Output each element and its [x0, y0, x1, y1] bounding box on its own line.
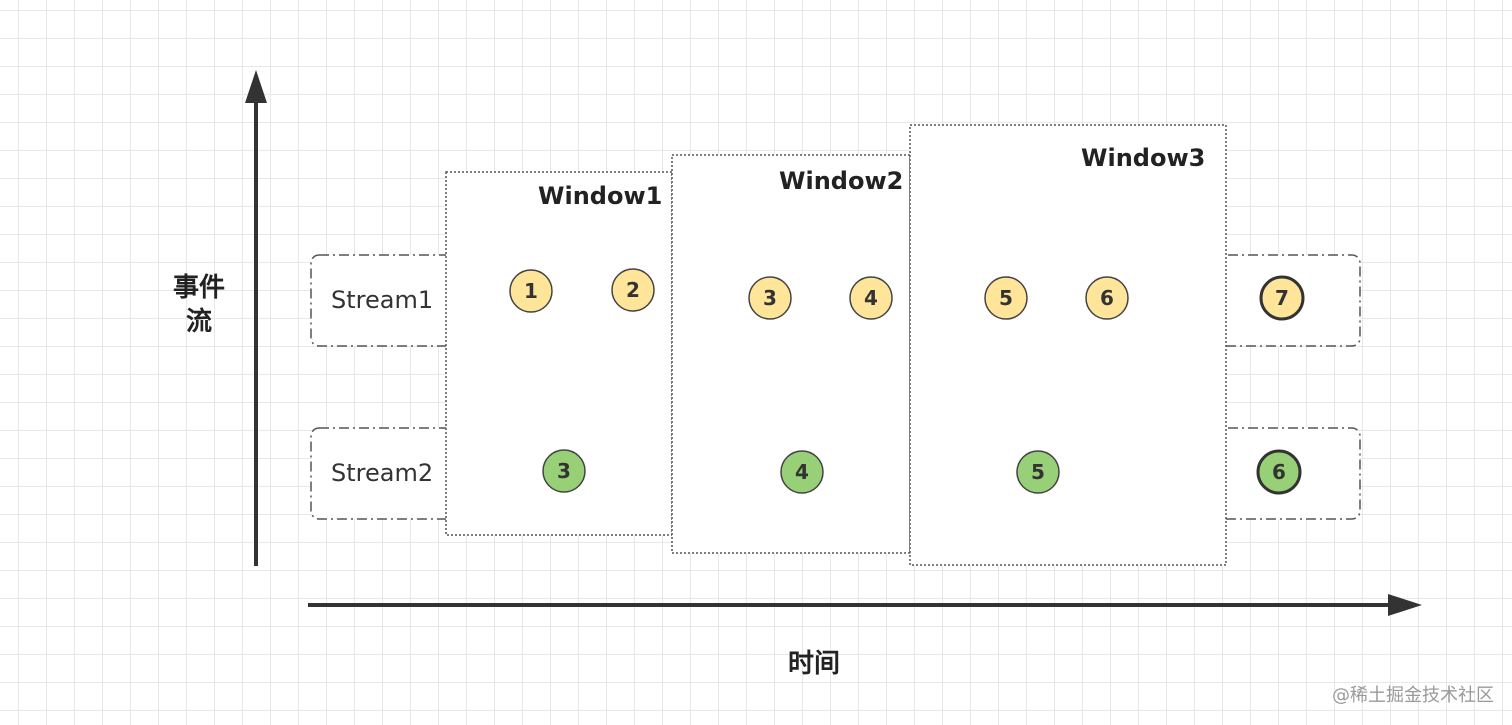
window2-title: Window2	[779, 167, 903, 195]
event-circle	[611, 268, 655, 312]
stream1-event-pending: 7	[1259, 275, 1305, 321]
event-circle	[1259, 275, 1305, 321]
stream2-event: 4	[780, 450, 824, 494]
event-number: 1	[524, 279, 538, 303]
stream1-event: 1	[509, 269, 553, 313]
stream1-lane-left	[310, 254, 472, 347]
event-circle	[1256, 449, 1302, 495]
event-circle	[1016, 450, 1060, 494]
event-number: 3	[557, 459, 571, 483]
event-number: 6	[1100, 286, 1114, 310]
window1-title: Window1	[538, 182, 662, 210]
event-circle	[984, 276, 1028, 320]
event-number: 2	[626, 278, 640, 302]
event-number: 3	[763, 286, 777, 310]
y-axis-label-line2: 流	[186, 307, 212, 337]
stream1-event: 6	[1085, 276, 1129, 320]
stream2-event-pending: 6	[1256, 449, 1302, 495]
event-circle	[748, 276, 792, 320]
watermark: @稀土掘金技术社区	[1332, 685, 1494, 706]
stream1-event: 4	[849, 276, 893, 320]
window3-box	[909, 124, 1227, 566]
window3-title: Window3	[1081, 144, 1205, 172]
event-number: 7	[1275, 286, 1289, 310]
stream1-event: 3	[748, 276, 792, 320]
event-number: 5	[1031, 460, 1045, 484]
stream2-label: Stream2	[331, 459, 433, 487]
y-axis-arrowhead	[245, 70, 267, 103]
x-axis-label: 时间	[788, 649, 840, 679]
stream1-label: Stream1	[331, 286, 433, 314]
event-number: 5	[999, 286, 1013, 310]
event-circle	[780, 450, 824, 494]
stream2-event: 3	[542, 449, 586, 493]
window2-box	[671, 154, 911, 554]
event-circle	[509, 269, 553, 313]
stream2-lane-left	[310, 427, 472, 520]
stream2-event: 5	[1016, 450, 1060, 494]
event-number: 4	[864, 286, 878, 310]
event-number: 6	[1272, 460, 1286, 484]
stream1-event: 5	[984, 276, 1028, 320]
event-circle	[849, 276, 893, 320]
y-axis-label-line1: 事件	[173, 273, 225, 303]
x-axis-arrowhead	[1388, 594, 1422, 616]
event-circle	[1085, 276, 1129, 320]
stream1-event: 2	[611, 268, 655, 312]
event-circle	[542, 449, 586, 493]
event-number: 4	[795, 460, 809, 484]
